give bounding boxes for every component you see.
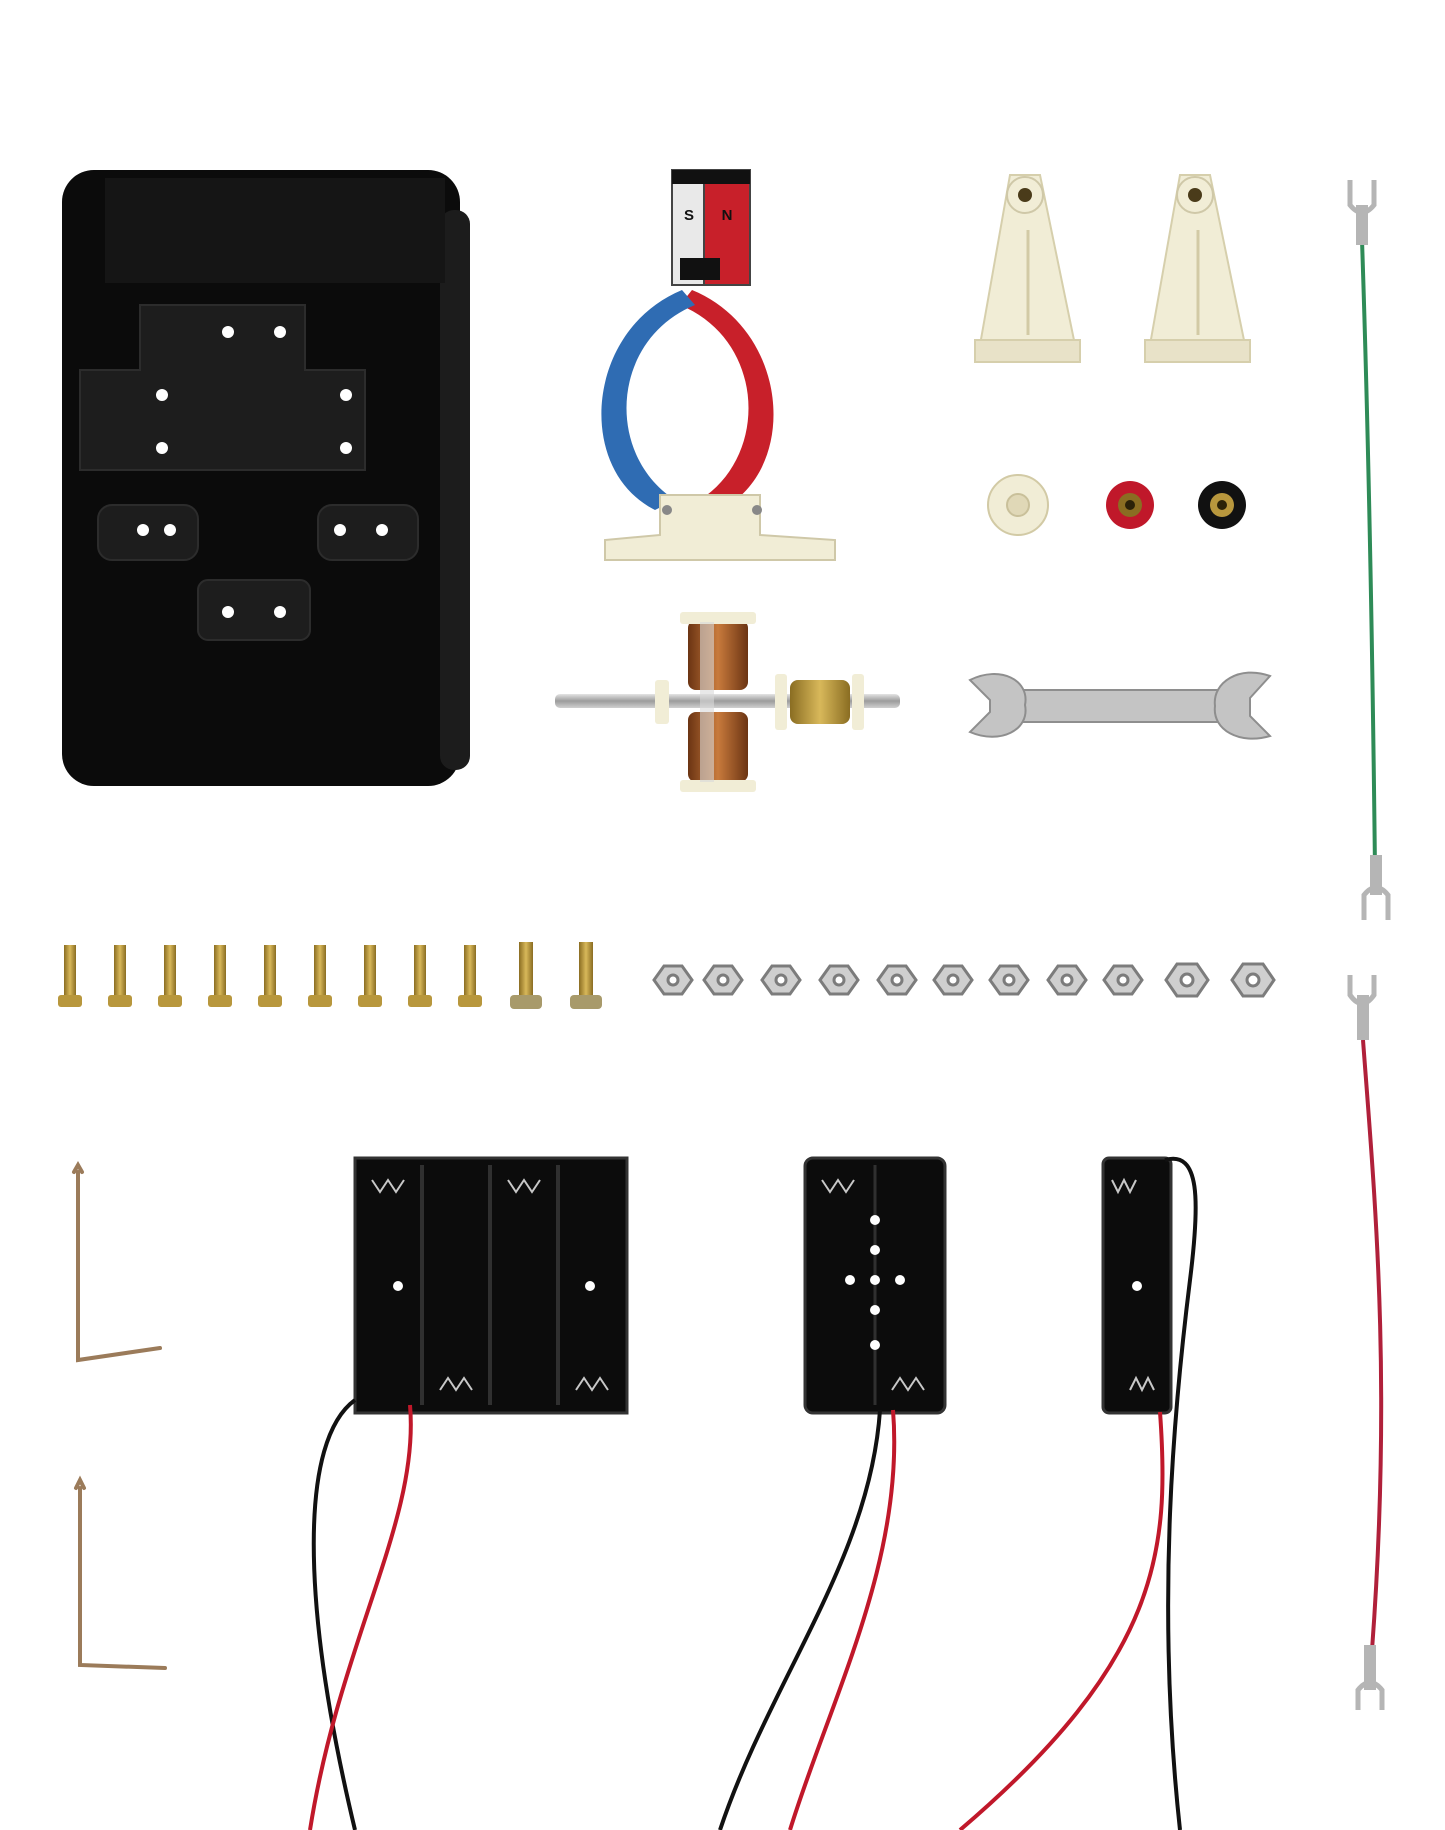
nut — [932, 964, 974, 996]
horseshoe-magnet: S N — [601, 169, 836, 561]
nut — [652, 964, 694, 996]
screw — [158, 945, 182, 1007]
wrench — [968, 671, 1272, 740]
base-plate — [62, 170, 470, 786]
l-pin-bottom — [74, 1475, 167, 1670]
magnet-south-label: S — [684, 207, 694, 224]
screw — [258, 945, 282, 1007]
screws-row — [58, 942, 602, 1009]
red-terminal-knob — [1106, 481, 1154, 529]
brush-holder-left — [974, 174, 1081, 363]
screw — [358, 945, 382, 1007]
screw — [108, 945, 132, 1007]
screw — [208, 945, 232, 1007]
nut — [702, 964, 744, 996]
battery-holder-1 — [1101, 1156, 1173, 1415]
battery-holder-2 — [803, 1156, 947, 1415]
battery-holder-1-wires — [958, 1156, 1198, 1830]
black-terminal-knob — [1198, 481, 1246, 529]
nut — [988, 964, 1030, 996]
nut — [1164, 962, 1210, 998]
battery-holder-2-wires — [718, 1409, 897, 1830]
screw — [58, 945, 82, 1007]
nut — [1102, 964, 1144, 996]
nut — [1046, 964, 1088, 996]
brush-holder-right — [1144, 174, 1251, 363]
armature-rotor — [555, 612, 900, 792]
l-pin-top — [72, 1160, 162, 1363]
screw — [308, 945, 332, 1007]
nut — [760, 964, 802, 996]
battery-holder-4-wires — [308, 1398, 413, 1830]
nut — [876, 964, 918, 996]
magnet-north-label: N — [722, 207, 733, 224]
pulley-wheel — [987, 474, 1049, 536]
battery-holder-4 — [353, 1156, 629, 1415]
nuts-row — [652, 962, 1276, 998]
green-wire-lead — [1347, 180, 1391, 920]
nut — [1230, 962, 1276, 998]
nut — [818, 964, 860, 996]
screw — [570, 942, 602, 1009]
red-wire-lead — [1347, 975, 1385, 1710]
screw — [458, 945, 482, 1007]
screw — [408, 945, 432, 1007]
screw — [510, 942, 542, 1009]
